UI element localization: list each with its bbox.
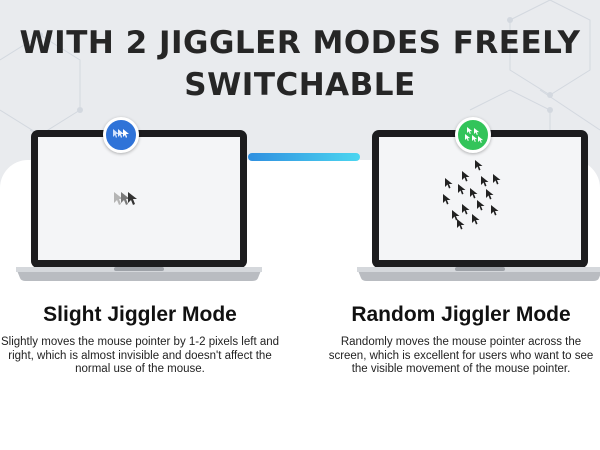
cursor-trail-icon [114,192,137,205]
headline-line-2: SWITCHABLE [184,67,416,103]
random-mode-title: Random Jiggler Mode [351,303,571,326]
random-mode-badge [455,117,491,153]
slight-mode-title: Slight Jiggler Mode [43,303,237,326]
slight-mode-badge [103,117,139,153]
headline-line-1: WITH 2 JIGGLER MODES FREELY [19,25,581,61]
random-mode-description: Randomly moves the mouse pointer across … [328,336,594,375]
slight-mode-description: Slightly moves the mouse pointer by 1-2 … [0,336,280,375]
laptop-random-mode [357,130,600,281]
mode-switch-connector [248,153,360,161]
cursor-trail-icon [113,129,129,138]
page-headline: WITH 2 JIGGLER MODES FREELY SWITCHABLE [0,22,600,106]
scattered-cursors-icon [465,127,484,143]
laptop-slight-mode [16,130,262,281]
scattered-cursors-icon [443,160,501,230]
